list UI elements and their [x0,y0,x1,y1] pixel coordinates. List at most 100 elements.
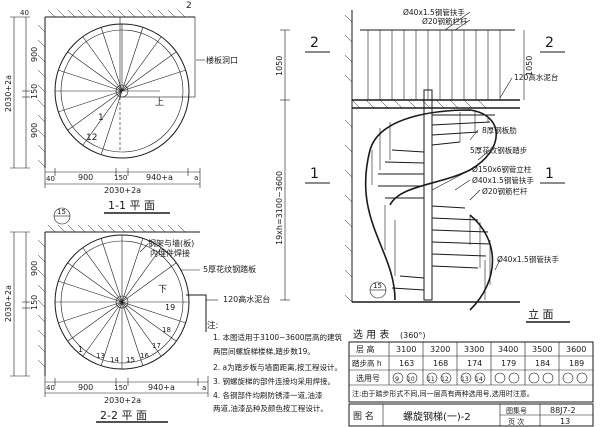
notes-heading: 注: [207,320,218,331]
table-codes [392,372,588,384]
plan2-bottom-dims [44,376,209,397]
plan2-step-last: 19 [165,303,175,312]
plan1-dim-150: 150 [30,84,39,99]
plan2-step-14: 14 [110,356,119,364]
plan1-tread-lines [55,24,187,156]
plan2-down-label: 下 [158,285,167,295]
plan2-step-16: 16 [140,352,149,360]
plan-2-2: 15 [4,207,270,423]
table-code: 9 [395,375,399,383]
elev-label-post: Ø150x6钢管立柱 [472,164,532,174]
table-subtitle: (360°) [400,331,426,340]
elev-label-handrail-mid: Ø40x1.5钢管扶手 [472,175,534,185]
plan1-bottom-dims [44,168,201,188]
table-height: 3600 [566,345,586,354]
table-height: 3100 [396,345,416,354]
note-line-2: 两层间螺旋梯楼梯,踏步数19。 [213,346,315,356]
plan1-title: 1-1 平 面 [108,199,155,212]
plan-1-1: 上 1 12 楼板洞口 2 900 150 900 2030+2a 40 [4,1,238,214]
plan1-dim-a: a [194,174,198,182]
elev-handrail-outer [469,214,494,311]
table-code: 12 [441,376,449,383]
plan2-callout-num: 15 [57,208,66,216]
plan2-dim-150-bottom: 150 [114,384,127,392]
table-row-label-step: 踏步高 h [352,358,382,368]
plan1-step-first: 1 [98,113,104,123]
elev-center-post [423,89,433,301]
table-height: 3300 [464,345,484,354]
plan1-floor-opening [119,16,196,98]
table-step: 189 [569,359,584,368]
elev-balusters [371,112,491,300]
plan1-opening-label: 楼板洞口 [206,55,238,65]
plan1-dim-900-top: 900 [30,123,39,138]
plan1-dim-900-bottom: 900 [78,173,93,182]
elev-label-baluster-mid: Ø20钢筋栏杆 [482,186,528,196]
plan2-step-17: 17 [152,342,161,350]
plan2-left-dims [10,231,30,377]
plan2-dim-940: 940+a [148,383,175,392]
plan2-step-18: 18 [162,326,171,334]
title-block-drawing-name: 螺旋钢梯(一)-2 [403,410,471,423]
plan2-wall-label-2: 内埋件焊接 [150,248,190,258]
title-block: 图 名 螺旋钢梯(一)-2 图集号 88J7-2 页 次 13 [348,403,594,427]
title-block-page-no: 13 [560,417,570,426]
elev-handrail [364,109,497,301]
table-step: 179 [501,359,516,368]
note-line-5: 4. 各钢部件均刷防锈漆一道,油漆 [213,390,323,400]
note-line-1: 1. 本图适用于3100~3600层高的建筑 [213,332,342,342]
table-code: 13 [461,376,469,383]
plan1-dim-40-top: 40 [20,9,29,17]
plan1-dim-940: 940+a [146,173,173,182]
table-row-label-height: 层 高 [356,344,375,354]
elev-label-baluster-top: Ø20钢筋栏杆 [422,16,468,26]
plan2-step-first: 1 [78,345,83,354]
plan2-dim-150: 150 [30,295,39,310]
table-row-label-code: 选用号 [356,373,380,383]
plan2-title: 2-2 平 面 [100,409,147,422]
elev-section-top-right: 2 [545,35,554,51]
selection-table: 选 用 表 (360°) 层 高 踏步高 h 选用号 3100 3200 330… [348,328,594,403]
plan1-dim-900-left: 900 [30,47,39,62]
elev-label-plate-rib: 8厚钢板肋 [482,125,517,135]
elev-callout-num: 15 [373,282,382,290]
plan2-dim-900-left: 900 [30,261,39,276]
table-height: 3200 [430,345,450,354]
plan2-tread-label: 5厚花纹钢踏板 [203,264,256,274]
table-step: 168 [433,359,448,368]
table-note: 注:由于踏步形式不同,同一层高有两种选用号,选用时注意。 [352,389,534,398]
plan2-tread-lines [55,235,189,369]
plan2-step-13: 13 [96,352,105,360]
elev-label-concrete: 120高水泥台 [514,72,558,82]
elev-dim-height: 19xh=3100~3600 [275,171,284,245]
elev-section-mid-right: 1 [545,166,554,182]
plan1-section-mark: 2 [186,1,192,11]
elev-dim-1050-left: 1050 [275,56,284,76]
plan1-up-label: 上 [155,97,164,108]
plan2-wall-label: 钢架与墙(板) [148,238,194,248]
title-block-atlas-label: 图集号 [506,406,527,415]
title-block-atlas-no: 88J7-2 [550,406,576,415]
plan2-dim-2030-bottom: 2030+2a [104,396,141,405]
plan2-dim-40: 40 [46,384,55,392]
table-step: 163 [399,359,414,368]
plan2-landing [186,294,207,332]
title-block-page-label: 页 次 [508,417,524,426]
table-code: 11 [427,376,435,383]
plan1-dim-2030-bottom: 2030+2a [104,186,141,195]
table-code: 14 [475,376,483,383]
table-code: 10 [407,376,415,383]
elev-title: 立 面 [528,307,554,321]
plan1-dim-40-bottom: 40 [46,175,55,183]
plan2-dim-900-bottom: 900 [78,383,93,392]
note-line-4: 3. 钢螺旋梯的部件连接均采用焊接。 [213,376,335,386]
table-title: 选 用 表 [353,328,389,341]
title-block-name-label: 图 名 [353,410,374,422]
table-step: 184 [535,359,550,368]
plan2-dim-a: a [202,384,206,392]
note-line-3: 2. a为踏步板与墙面距离,按工程设计。 [213,362,342,372]
note-line-6: 两道,油漆品种及颜色按工程设计。 [213,403,328,413]
table-height: 3400 [498,345,518,354]
table-step: 174 [467,359,482,368]
